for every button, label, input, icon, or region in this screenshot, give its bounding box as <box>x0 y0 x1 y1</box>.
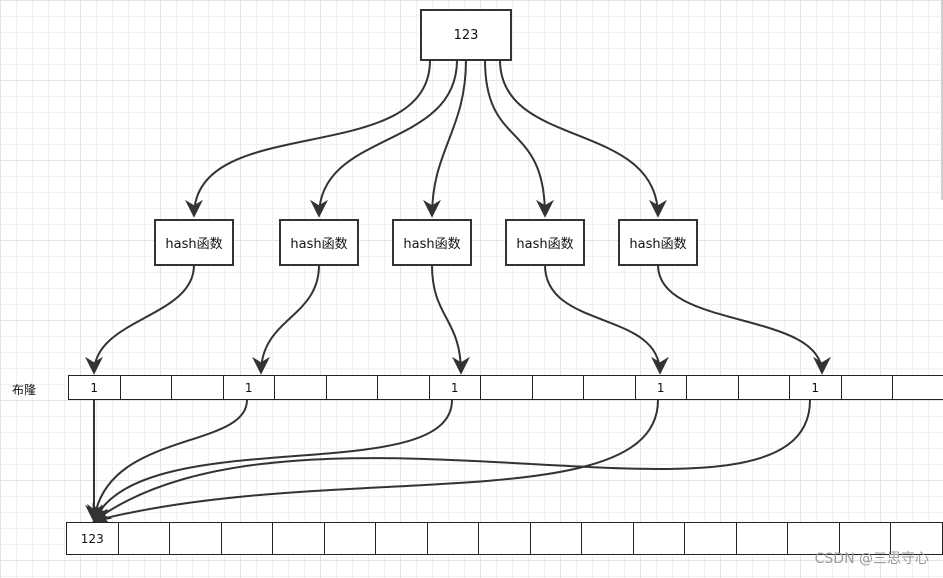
bloom-bit-cell <box>121 376 172 399</box>
scrollbar-edge <box>941 0 943 200</box>
hash-function-label: hash函数 <box>165 237 223 252</box>
storage-slot-cell <box>376 523 428 554</box>
storage-slot-cell <box>788 523 840 554</box>
arrow-source-to-hash-3 <box>423 59 467 218</box>
bloom-bit-cell <box>687 376 739 399</box>
bloom-bit-cell <box>327 376 378 399</box>
hash-function-box-2: hash函数 <box>279 219 359 266</box>
bloom-bit-cell: 1 <box>430 376 481 399</box>
arrow-bit-4-to-store <box>92 399 659 526</box>
storage-slot-cell <box>222 523 273 554</box>
storage-array: 123 <box>66 522 943 555</box>
storage-slot-cell <box>428 523 479 554</box>
arrow-source-to-hash-1 <box>185 59 431 218</box>
storage-slot-cell <box>582 523 634 554</box>
bloom-bit-cell: 1 <box>636 376 687 399</box>
storage-slot-cell <box>531 523 582 554</box>
storage-slot-cell <box>634 523 685 554</box>
storage-slot-cell <box>119 523 170 554</box>
watermark-text: CSDN @三思守心 <box>814 551 929 567</box>
arrow-source-to-hash-5 <box>499 59 667 218</box>
bloom-bit-cell: 1 <box>790 376 842 399</box>
hash-function-label: hash函数 <box>516 237 574 252</box>
hash-function-box-4: hash函数 <box>505 219 585 266</box>
source-value-box: 123 <box>420 9 512 61</box>
bloom-bit-cell: 1 <box>69 376 121 399</box>
bloom-bit-cell <box>275 376 327 399</box>
arrow-hash-5-to-bit <box>657 264 831 375</box>
arrow-bit-5-to-store <box>92 399 811 523</box>
arrow-bit-3-to-store <box>92 399 453 523</box>
hash-function-box-5: hash函数 <box>618 219 698 266</box>
storage-slot-cell <box>737 523 788 554</box>
arrow-source-to-hash-4 <box>484 59 554 218</box>
bloom-filter-bit-array: 1 1 1 1 1 <box>68 375 943 400</box>
arrow-source-to-hash-2 <box>310 59 458 218</box>
hash-function-box-1: hash函数 <box>154 219 234 266</box>
bloom-row-label: 布隆 <box>12 383 37 397</box>
bloom-bit-cell <box>584 376 636 399</box>
storage-slot-cell: 123 <box>67 523 119 554</box>
bloom-bit-cell <box>172 376 224 399</box>
hash-function-label: hash函数 <box>629 237 687 252</box>
arrow-hash-4-to-bit <box>544 264 669 375</box>
hash-function-label: hash函数 <box>290 237 348 252</box>
bloom-bit-cell <box>533 376 584 399</box>
storage-slot-cell <box>325 523 376 554</box>
bloom-bit-cell <box>378 376 430 399</box>
storage-slot-cell <box>840 523 891 554</box>
hash-function-label: hash函数 <box>403 237 461 252</box>
storage-slot-cell <box>685 523 737 554</box>
arrow-hash-3-to-bit <box>431 264 470 375</box>
storage-slot-cell <box>891 523 943 554</box>
bloom-bit-cell <box>481 376 533 399</box>
storage-slot-cell <box>170 523 222 554</box>
hash-function-box-3: hash函数 <box>392 219 472 266</box>
bloom-bit-cell <box>842 376 893 399</box>
source-value-label: 123 <box>453 27 479 43</box>
storage-slot-cell <box>479 523 531 554</box>
storage-slot-cell <box>273 523 325 554</box>
bloom-bit-cell <box>739 376 790 399</box>
bloom-bit-cell: 1 <box>224 376 275 399</box>
arrow-bit-2-to-store <box>87 399 248 523</box>
arrow-hash-2-to-bit <box>252 264 320 375</box>
arrow-hash-1-to-bit <box>85 264 195 375</box>
bloom-bit-cell <box>893 376 943 399</box>
